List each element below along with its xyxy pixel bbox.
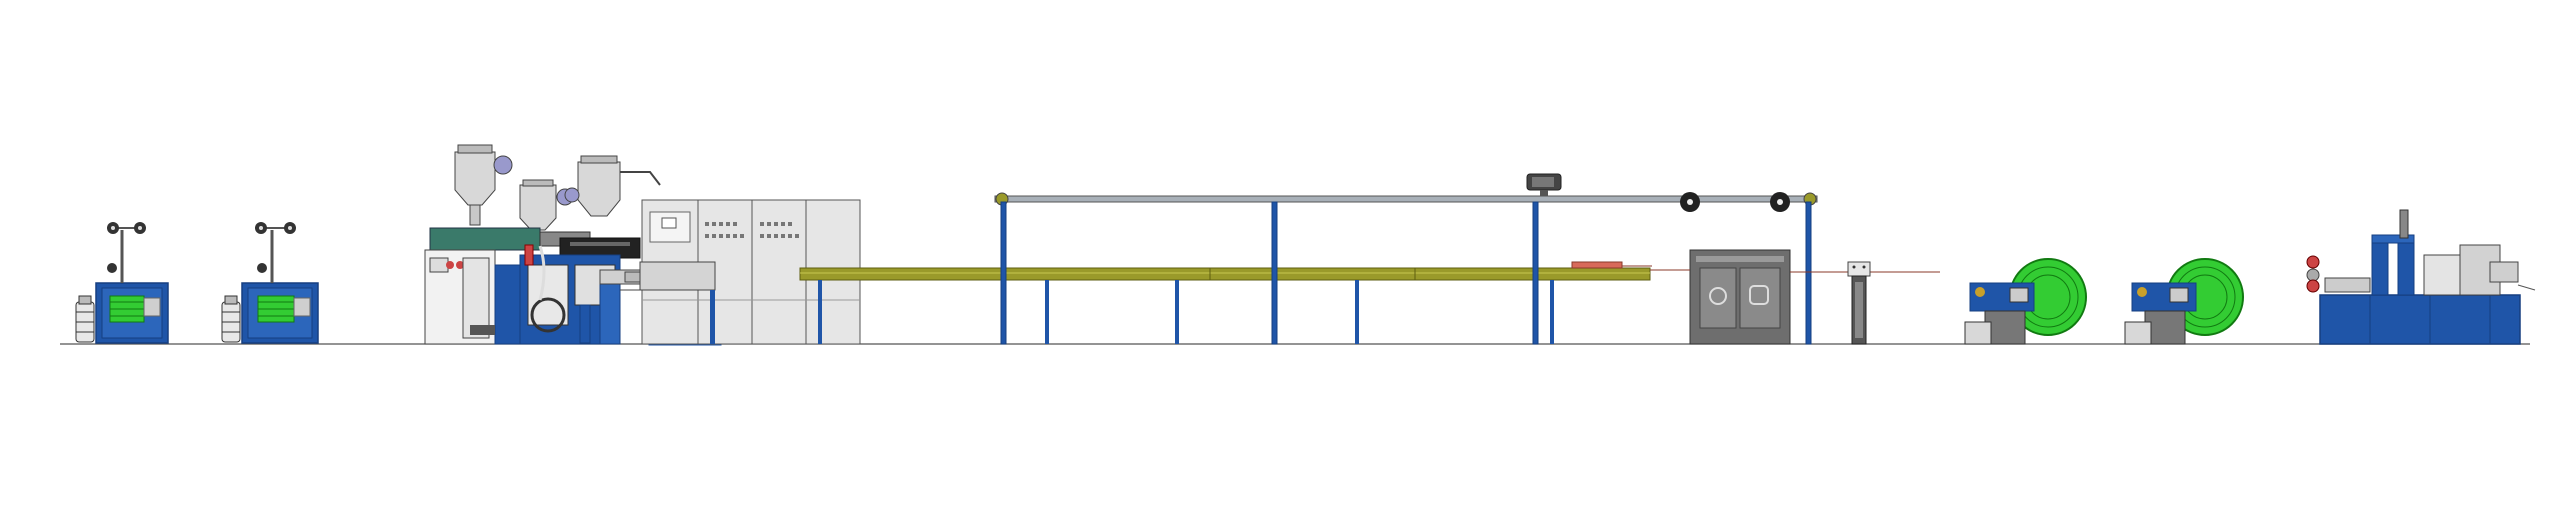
coiling-packing-machine bbox=[2306, 209, 2536, 345]
take-up-reel-1 bbox=[1964, 258, 2087, 345]
caterpillar-haul-off bbox=[1650, 249, 1940, 345]
spark-tester bbox=[1847, 261, 1871, 345]
overhead-gantry bbox=[994, 173, 1818, 345]
pay-off-stand-1 bbox=[75, 222, 169, 344]
take-up-reel-2 bbox=[2124, 258, 2244, 345]
cooling-trough bbox=[799, 261, 1652, 344]
pay-off-stand-2 bbox=[221, 222, 319, 344]
